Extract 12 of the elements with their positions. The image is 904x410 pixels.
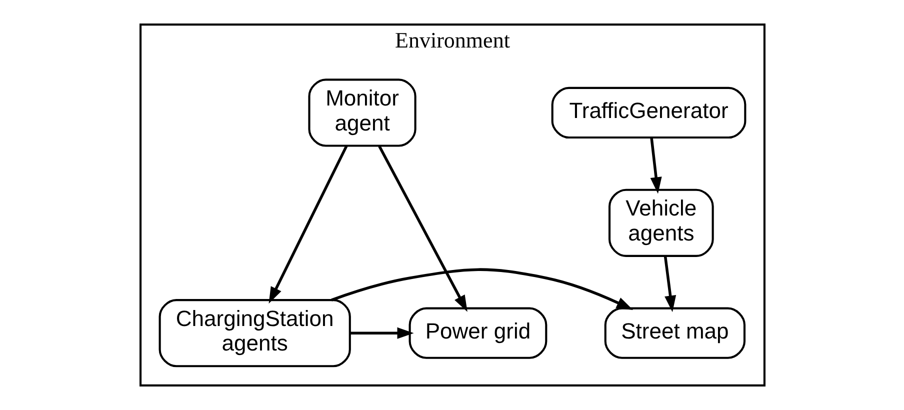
arrow: [650, 138, 662, 194]
arrow: [330, 268, 633, 310]
arrow: [378, 146, 467, 312]
node-box: TrafficGenerator: [550, 86, 746, 139]
arrow: [268, 146, 348, 304]
node-box: ChargingStation agents: [158, 299, 350, 368]
arrow: [350, 327, 414, 339]
arrow: [663, 256, 676, 312]
node-box: Monitor agent: [308, 78, 416, 147]
node-box: Power grid: [408, 307, 547, 359]
node-box: Street map: [604, 307, 746, 359]
node-box: Vehicle agents: [608, 188, 714, 257]
